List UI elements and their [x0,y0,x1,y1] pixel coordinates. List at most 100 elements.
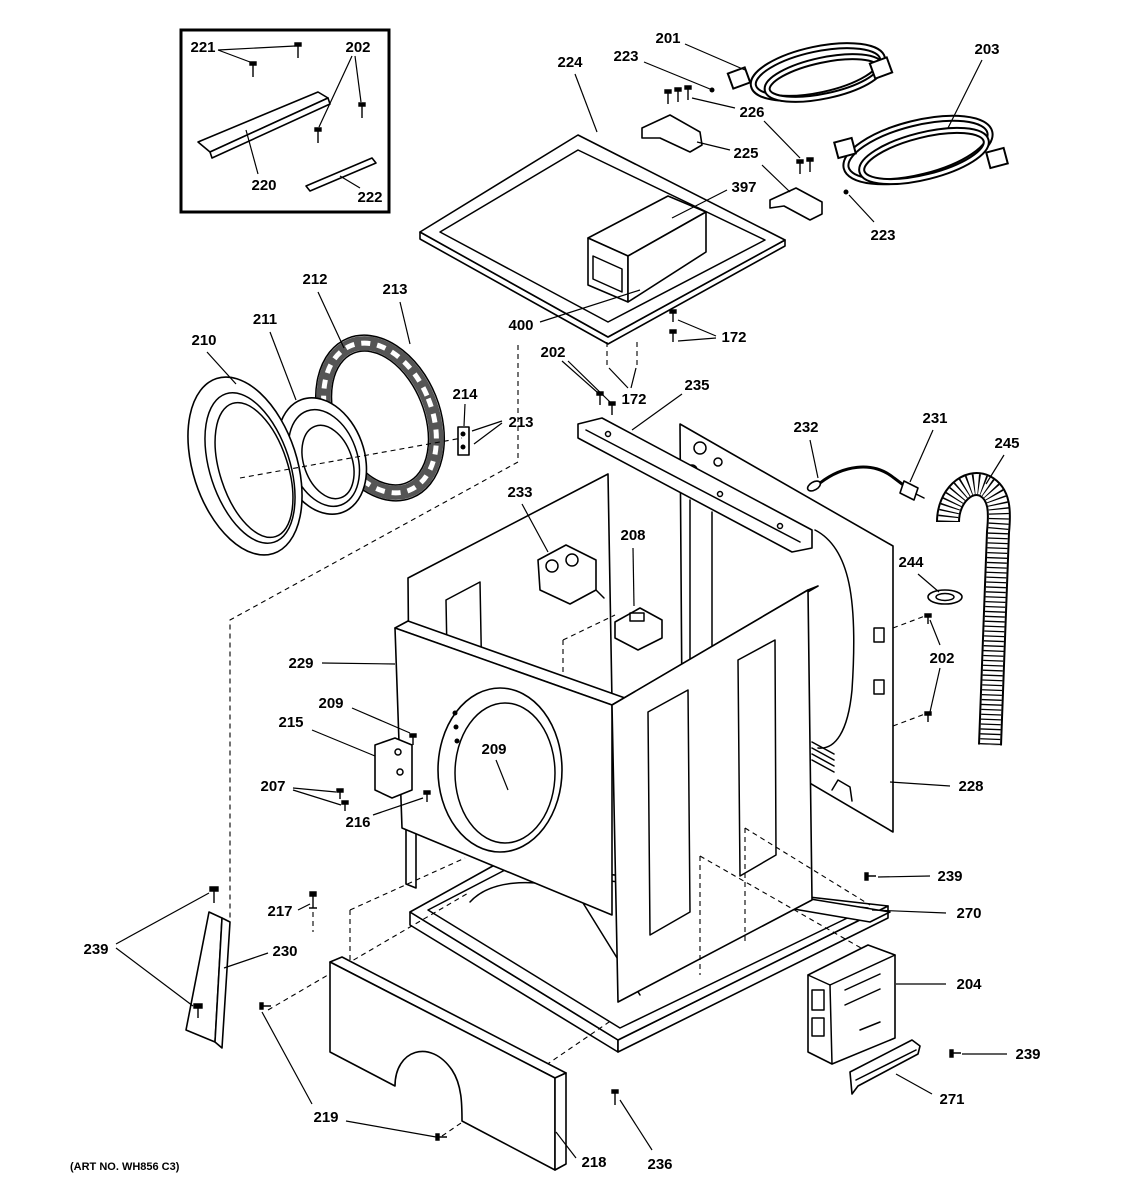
screw-221-b [294,42,302,58]
callout-172-right: 172 [721,329,746,346]
control-board-component-a [811,989,825,1011]
control-box-397-window [592,255,623,293]
screw-207-b [341,800,349,811]
leader-270 [871,909,947,914]
callout-215: 215 [278,714,303,731]
control-box-397-side [627,211,707,303]
hinge-215-hole-a [394,748,402,756]
base-leg [405,827,417,889]
ring-210-inner [204,392,296,544]
leader-397 [671,189,728,219]
top-rail-hole-c [776,522,784,530]
door-outer-ring-210 [187,376,303,556]
callout-230: 230 [272,943,297,960]
callout-207: 207 [260,778,285,795]
leader-225-a [696,141,731,151]
screw-226-b [674,87,682,102]
hose-201-fitting-right [868,56,894,80]
art-number: (ART NO. WH856 C3) [70,1161,180,1173]
screw-221-a [249,61,257,77]
callout-236: 236 [647,1156,672,1173]
power-cord-231 [819,465,907,489]
leader-221-a [217,49,251,63]
back-panel-hole-a [693,441,707,455]
callout-204: 204 [956,976,982,993]
leader-202-mid-a [561,360,598,393]
ring-210-opening [214,401,294,539]
bracket-220-flange [209,97,331,159]
control-board-204 [807,944,896,1065]
top-rail-hole-a [604,430,612,438]
leader-230 [223,952,269,969]
screw-172-b [669,329,677,342]
leader-221-b [217,45,296,51]
callout-213-right: 213 [508,414,533,431]
leader-202-inset-b [354,55,362,103]
leader-220 [245,129,259,175]
hose-203-coil-inner-hl [860,128,988,184]
leader-216 [372,797,424,816]
leader-207-a [292,787,337,793]
leader-172-right-a [677,319,717,337]
leader-219-b [345,1120,437,1138]
valve-233-outlet [595,589,605,599]
leader-233 [521,503,549,553]
bracket-225-b [769,187,823,221]
ring-212-spokes [321,340,439,496]
guide-base-h [744,827,871,906]
nut-223-right [843,189,849,195]
leveling-leg-217 [309,891,317,909]
callout-172-mid: 172 [621,391,646,408]
hinge-214-plate [457,426,470,456]
lower-panel-218 [329,961,556,1171]
leader-244 [917,573,940,593]
screw-209-panel-a [452,710,458,716]
control-board-204-corner [829,984,833,1065]
callout-226: 226 [739,104,764,121]
leader-223-right [848,194,875,223]
screw-226-e [806,157,814,172]
leader-172-right-b [677,337,717,342]
hinge-214 [457,426,470,456]
leader-208 [632,547,635,607]
leader-214 [463,403,466,427]
top-panel-224-inner-rim [439,149,766,323]
lower-panel-218-side [554,1072,567,1171]
bracket-271-fold [855,1049,917,1081]
front-panel-door-opening-inner [454,702,556,844]
leader-228 [889,781,951,787]
leader-271 [895,1073,933,1095]
bracket-230-flange [214,917,231,1049]
leader-236 [619,1099,653,1151]
valve-233-port-b [565,553,579,567]
glass-211-lens [301,424,355,500]
back-panel-notch [831,779,853,802]
callout-225: 225 [733,145,758,162]
callout-235: 235 [684,377,709,394]
leader-202-right-a [929,619,941,646]
screw-236 [611,1089,619,1105]
hose-203-fitting-left [833,136,857,160]
bracket-225-a [641,114,703,153]
callout-203: 203 [974,41,999,58]
screw-219-a [259,1002,271,1010]
clamp-244-inner [935,592,955,602]
leader-222 [339,175,361,189]
callout-239-bottom-right: 239 [1015,1046,1040,1063]
screw-202-mid-b [608,401,616,415]
callout-222: 222 [357,189,382,206]
leader-202-right-b [929,667,941,713]
leader-218 [555,1131,577,1159]
callout-214: 214 [452,386,478,403]
back-panel-vent [811,741,835,773]
hinge-214-pin-b [460,444,466,450]
callout-270: 270 [956,905,981,922]
screw-239-left-a [209,886,219,903]
bracket-222 [305,157,377,192]
leader-224 [574,73,598,133]
back-panel-tub-contour [814,529,855,749]
screw-216 [423,790,431,802]
callout-209-left: 209 [318,695,343,712]
leader-226-b [763,120,801,159]
